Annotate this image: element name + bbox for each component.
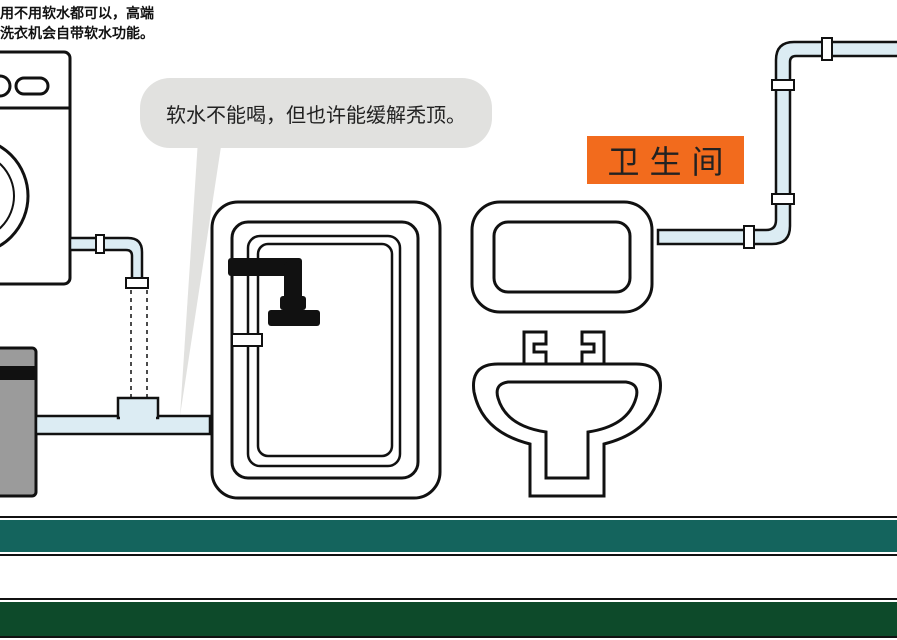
top-note-line-1: 用不用软水都可以，高端 bbox=[0, 6, 154, 22]
bathroom-supply-pipe bbox=[656, 37, 897, 249]
washer-supply-pipe bbox=[68, 234, 149, 398]
room-label-text: 卫生间 bbox=[607, 143, 734, 181]
toilet-icon bbox=[470, 200, 654, 314]
top-note-line-2: 洗衣机会自带软水功能。 bbox=[0, 26, 154, 42]
water-softener-icon bbox=[0, 346, 38, 498]
speech-bubble: 软水不能喝，但也许能缓解秃顶。 bbox=[140, 78, 492, 148]
room-label-bathroom: 卫生间 bbox=[587, 136, 744, 184]
washing-machine-icon bbox=[0, 50, 72, 286]
top-note: 用不用软水都可以，高端 洗衣机会自带软水功能。 bbox=[0, 4, 154, 44]
sink-icon bbox=[472, 362, 662, 498]
shower-icon bbox=[210, 200, 442, 500]
main-pipe bbox=[34, 396, 212, 436]
faucet-handles bbox=[522, 330, 606, 366]
speech-bubble-text: 软水不能喝，但也许能缓解秃顶。 bbox=[166, 102, 466, 127]
floor-bands bbox=[0, 516, 897, 638]
bubble-tail bbox=[180, 140, 222, 416]
